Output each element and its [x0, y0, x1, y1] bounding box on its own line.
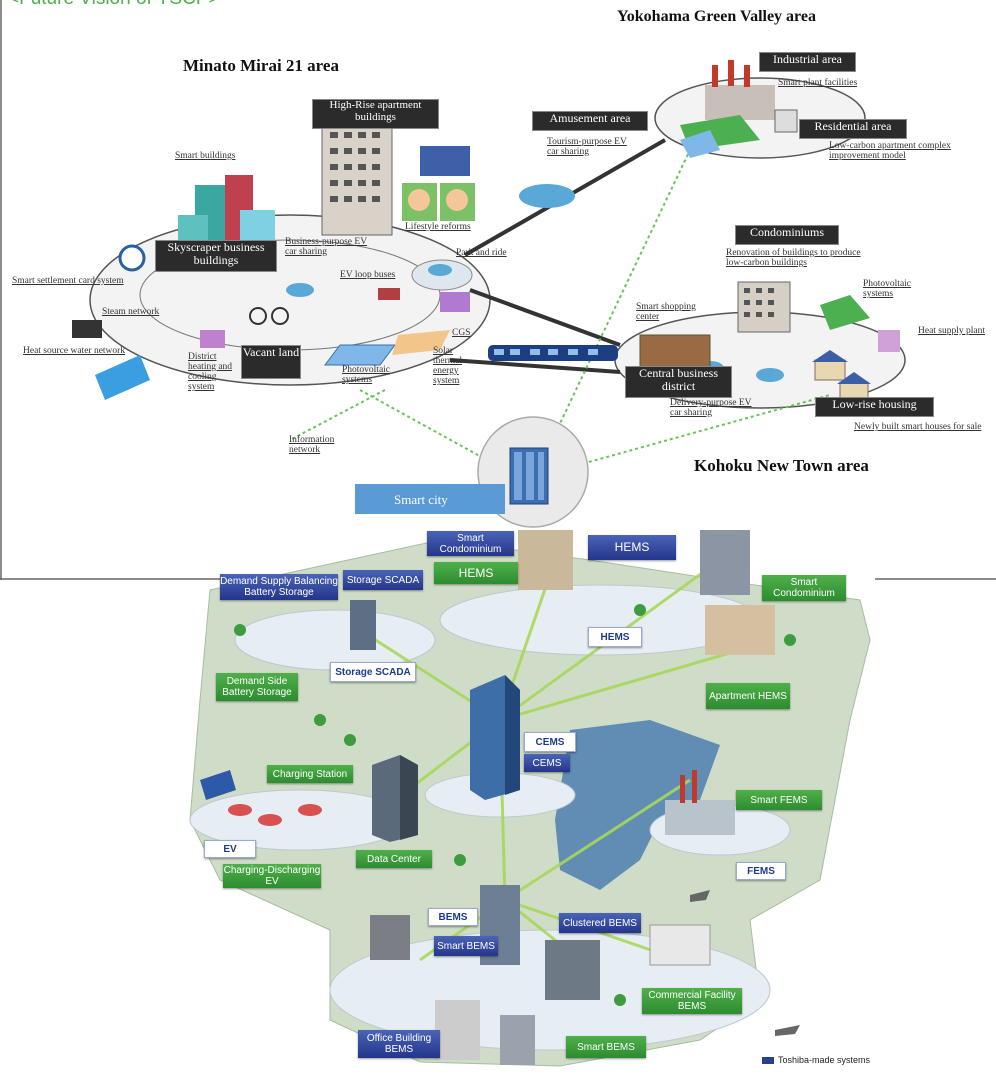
solar-panel-icon	[324, 344, 396, 366]
condominium-building-icon	[518, 530, 573, 590]
label-lowrise: Low-rise housing	[815, 397, 934, 417]
water-icon	[95, 355, 150, 400]
label-tourism: Tourism-purpose EV car sharing	[547, 137, 627, 157]
label-residential: Residential area	[799, 119, 907, 139]
label-district-heating: District heating and cooling system	[188, 352, 233, 392]
storage-scada-building-icon	[350, 600, 376, 650]
cgs-icon	[440, 292, 470, 312]
area-title-minato: Minato Mirai 21 area	[183, 56, 339, 75]
tag-ev: EV	[204, 840, 256, 858]
heat-plant-icon	[878, 330, 900, 352]
ev-car-icon	[228, 804, 322, 826]
label-amusement: Amusement area	[532, 111, 648, 131]
label-solar-thermal: Solar thermal energy system	[433, 346, 463, 386]
area-title-yokohama: Yokohama Green Valley area	[617, 8, 816, 25]
train-icon	[488, 345, 618, 361]
tag-fems: FEMS	[736, 862, 786, 880]
tag-office-bems: Office Building BEMS	[358, 1030, 440, 1058]
label-steam-network: Steam network	[102, 307, 160, 317]
top-illustration	[0, 0, 996, 580]
tag-charging-station: Charging Station	[267, 765, 353, 783]
tag-charging-discharging-ev: Charging-Discharging EV	[223, 864, 321, 888]
factory-icon	[665, 770, 735, 835]
label-lifestyle: Lifestyle reforms	[405, 222, 471, 232]
yscp-vision-diagram: <Future Vision of YSCP> Yokohama Green V…	[0, 0, 996, 580]
tag-apartment-hems: Apartment HEMS	[706, 683, 790, 709]
tag-cems-1: CEMS	[524, 732, 576, 752]
screen-icon	[420, 146, 470, 176]
office-building-icon	[435, 1000, 480, 1060]
tag-bems: BEMS	[428, 908, 478, 926]
label-central-business: Central business district	[625, 366, 732, 398]
label-heat-source: Heat source water network	[23, 346, 126, 356]
label-highrise: High-Rise apartment buildings	[312, 99, 439, 129]
tag-cems-2: CEMS	[524, 754, 570, 772]
label-vacant-land: Vacant land	[241, 345, 301, 379]
label-ev-loop: EV loop buses	[340, 270, 396, 280]
office-building-icon	[370, 915, 410, 960]
label-smart-buildings: Smart buildings	[175, 151, 236, 161]
tag-dsb-storage: Demand Supply Balancing Battery Storage	[220, 574, 338, 600]
solar-panel-icon	[200, 770, 236, 800]
tag-smart-bems-2: Smart BEMS	[566, 1036, 646, 1058]
label-smart-plant: Smart plant facilities	[778, 78, 858, 88]
commercial-facility-icon	[649, 924, 711, 966]
label-delivery-ev: Delivery-purpose EV car sharing	[670, 398, 752, 418]
label-newly-built: Newly built smart houses for sale	[854, 422, 982, 432]
solar-panel-icon	[680, 130, 720, 158]
tag-data-center: Data Center	[356, 850, 432, 868]
label-smart-settlement: Smart settlement card system	[12, 276, 124, 286]
label-info-network: Information network	[289, 435, 335, 455]
label-business-ev: Business-purpose EV car sharing	[285, 237, 368, 257]
tag-smart-fems: Smart FEMS	[736, 790, 822, 810]
label-heat-supply: Heat supply plant	[918, 326, 986, 336]
office-building-icon	[500, 1015, 535, 1065]
tag-hems-2: HEMS	[434, 562, 518, 584]
label-photovoltaic-right: Photovoltaic systems	[863, 279, 912, 299]
tag-clustered-bems: Clustered BEMS	[559, 913, 641, 933]
tag-storage-scada-2: Storage SCADA	[330, 662, 416, 682]
tag-hems-1: HEMS	[588, 535, 676, 560]
tag-commercial-bems: Commercial Facility BEMS	[642, 988, 742, 1014]
condominium-icon	[737, 281, 791, 333]
tag-storage-scada-1: Storage SCADA	[343, 570, 423, 590]
data-center-building-icon	[372, 755, 418, 842]
condominium-building-icon	[700, 530, 750, 595]
label-condominiums: Condominiums	[735, 225, 839, 245]
label-renovation: Renovation of buildings to produce low-c…	[726, 248, 861, 268]
label-industrial: Industrial area	[759, 52, 856, 72]
label-photovoltaic-left: Photovoltaic systems	[342, 365, 391, 385]
cems-tower-icon	[470, 675, 520, 800]
label-park-ride: Park and ride	[456, 248, 507, 258]
office-building-icon	[545, 940, 600, 1000]
trees-icon	[820, 295, 870, 330]
tag-smart-bems-1: Smart BEMS	[434, 936, 498, 956]
lifestyle-faces-icon	[402, 183, 475, 221]
solar-thermal-icon	[392, 330, 450, 355]
page-headline: <Future Vision of YSCP>	[8, 0, 220, 10]
label-smart-shopping: Smart shopping center	[636, 302, 696, 322]
ev-bus-icon	[378, 288, 400, 300]
tag-smart-condominium-2: Smart Condominium	[762, 575, 846, 601]
area-title-kohoku: Kohoku New Town area	[694, 456, 869, 475]
tag-smart-condominium-1: Smart Condominium	[427, 531, 514, 556]
tag-demand-side-storage: Demand Side Battery Storage	[216, 673, 298, 701]
ship-icon	[690, 890, 800, 1036]
tag-hems-3: HEMS	[588, 627, 642, 647]
bicycle-icon	[249, 307, 289, 325]
heat-source-icon	[72, 320, 102, 338]
card-system-icon	[118, 244, 146, 272]
district-plant-icon	[200, 330, 225, 348]
label-low-carbon: Low-carbon apartment complex improvement…	[829, 141, 951, 161]
residential-block-icon	[774, 109, 798, 133]
label-skyscraper: Skyscraper business buildings	[155, 240, 277, 272]
smart-city-label: Smart city	[394, 492, 448, 507]
apartment-building-icon	[705, 605, 775, 655]
smart-city-tower-icon	[509, 447, 549, 505]
label-cgs: CGS	[452, 328, 471, 338]
